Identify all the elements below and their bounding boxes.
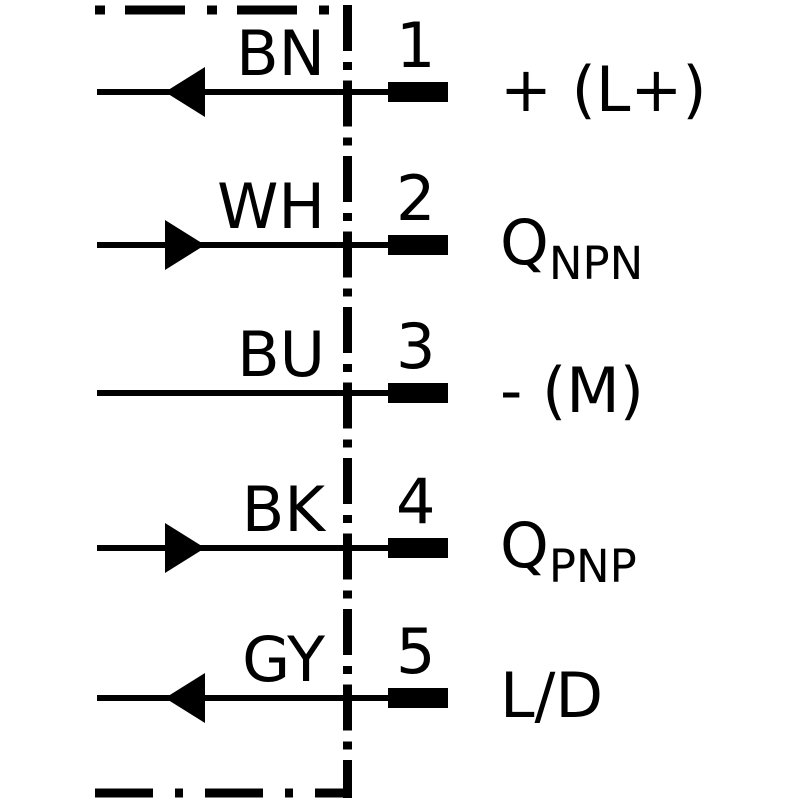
pin-number: 2 (396, 162, 436, 235)
wire-row-wh: WH 2 QNPN (0, 162, 800, 320)
pin-terminal (388, 383, 448, 403)
pin-terminal (388, 82, 448, 102)
signal-label: - (M) (500, 360, 644, 443)
wire-color-label: GY (242, 623, 325, 696)
flow-direction-arrow-icon (165, 67, 205, 117)
signal-label: QNPN (500, 212, 643, 295)
wire-row-bk: BK 4 QPNP (0, 465, 800, 623)
wire-line (97, 545, 388, 551)
signal-label: QPNP (500, 515, 637, 598)
wire-line (97, 89, 388, 95)
flow-direction-arrow-icon (165, 220, 205, 270)
wire-row-bu: BU 3 - (M) (0, 310, 800, 468)
pin-number: 5 (396, 615, 436, 688)
signal-label: L/D (500, 665, 603, 748)
signal-subscript: NPN (548, 237, 644, 290)
wire-line (97, 695, 388, 701)
signal-main: + (L+) (500, 53, 707, 126)
wire-row-bn: BN 1 + (L+) (0, 9, 800, 167)
wire-color-label: BN (236, 17, 325, 90)
flow-direction-arrow-icon (165, 673, 205, 723)
pin-terminal (388, 688, 448, 708)
wire-line (97, 390, 388, 396)
flow-direction-arrow-icon (165, 523, 205, 573)
pin-terminal (388, 235, 448, 255)
wire-row-gy: GY 5 L/D (0, 615, 800, 773)
wire-line (97, 242, 388, 248)
signal-label: + (L+) (500, 59, 707, 142)
signal-main: Q (500, 206, 549, 279)
signal-main: - (M) (500, 354, 644, 427)
signal-main: Q (500, 509, 549, 582)
wire-color-label: BK (241, 473, 325, 546)
signal-subscript: PNP (548, 540, 637, 593)
pin-number: 1 (396, 9, 436, 82)
pin-number: 3 (396, 310, 436, 383)
pin-terminal (388, 538, 448, 558)
wire-color-label: BU (237, 318, 325, 391)
signal-main: L/D (500, 659, 604, 732)
pin-number: 4 (396, 465, 436, 538)
wire-color-label: WH (217, 170, 325, 243)
